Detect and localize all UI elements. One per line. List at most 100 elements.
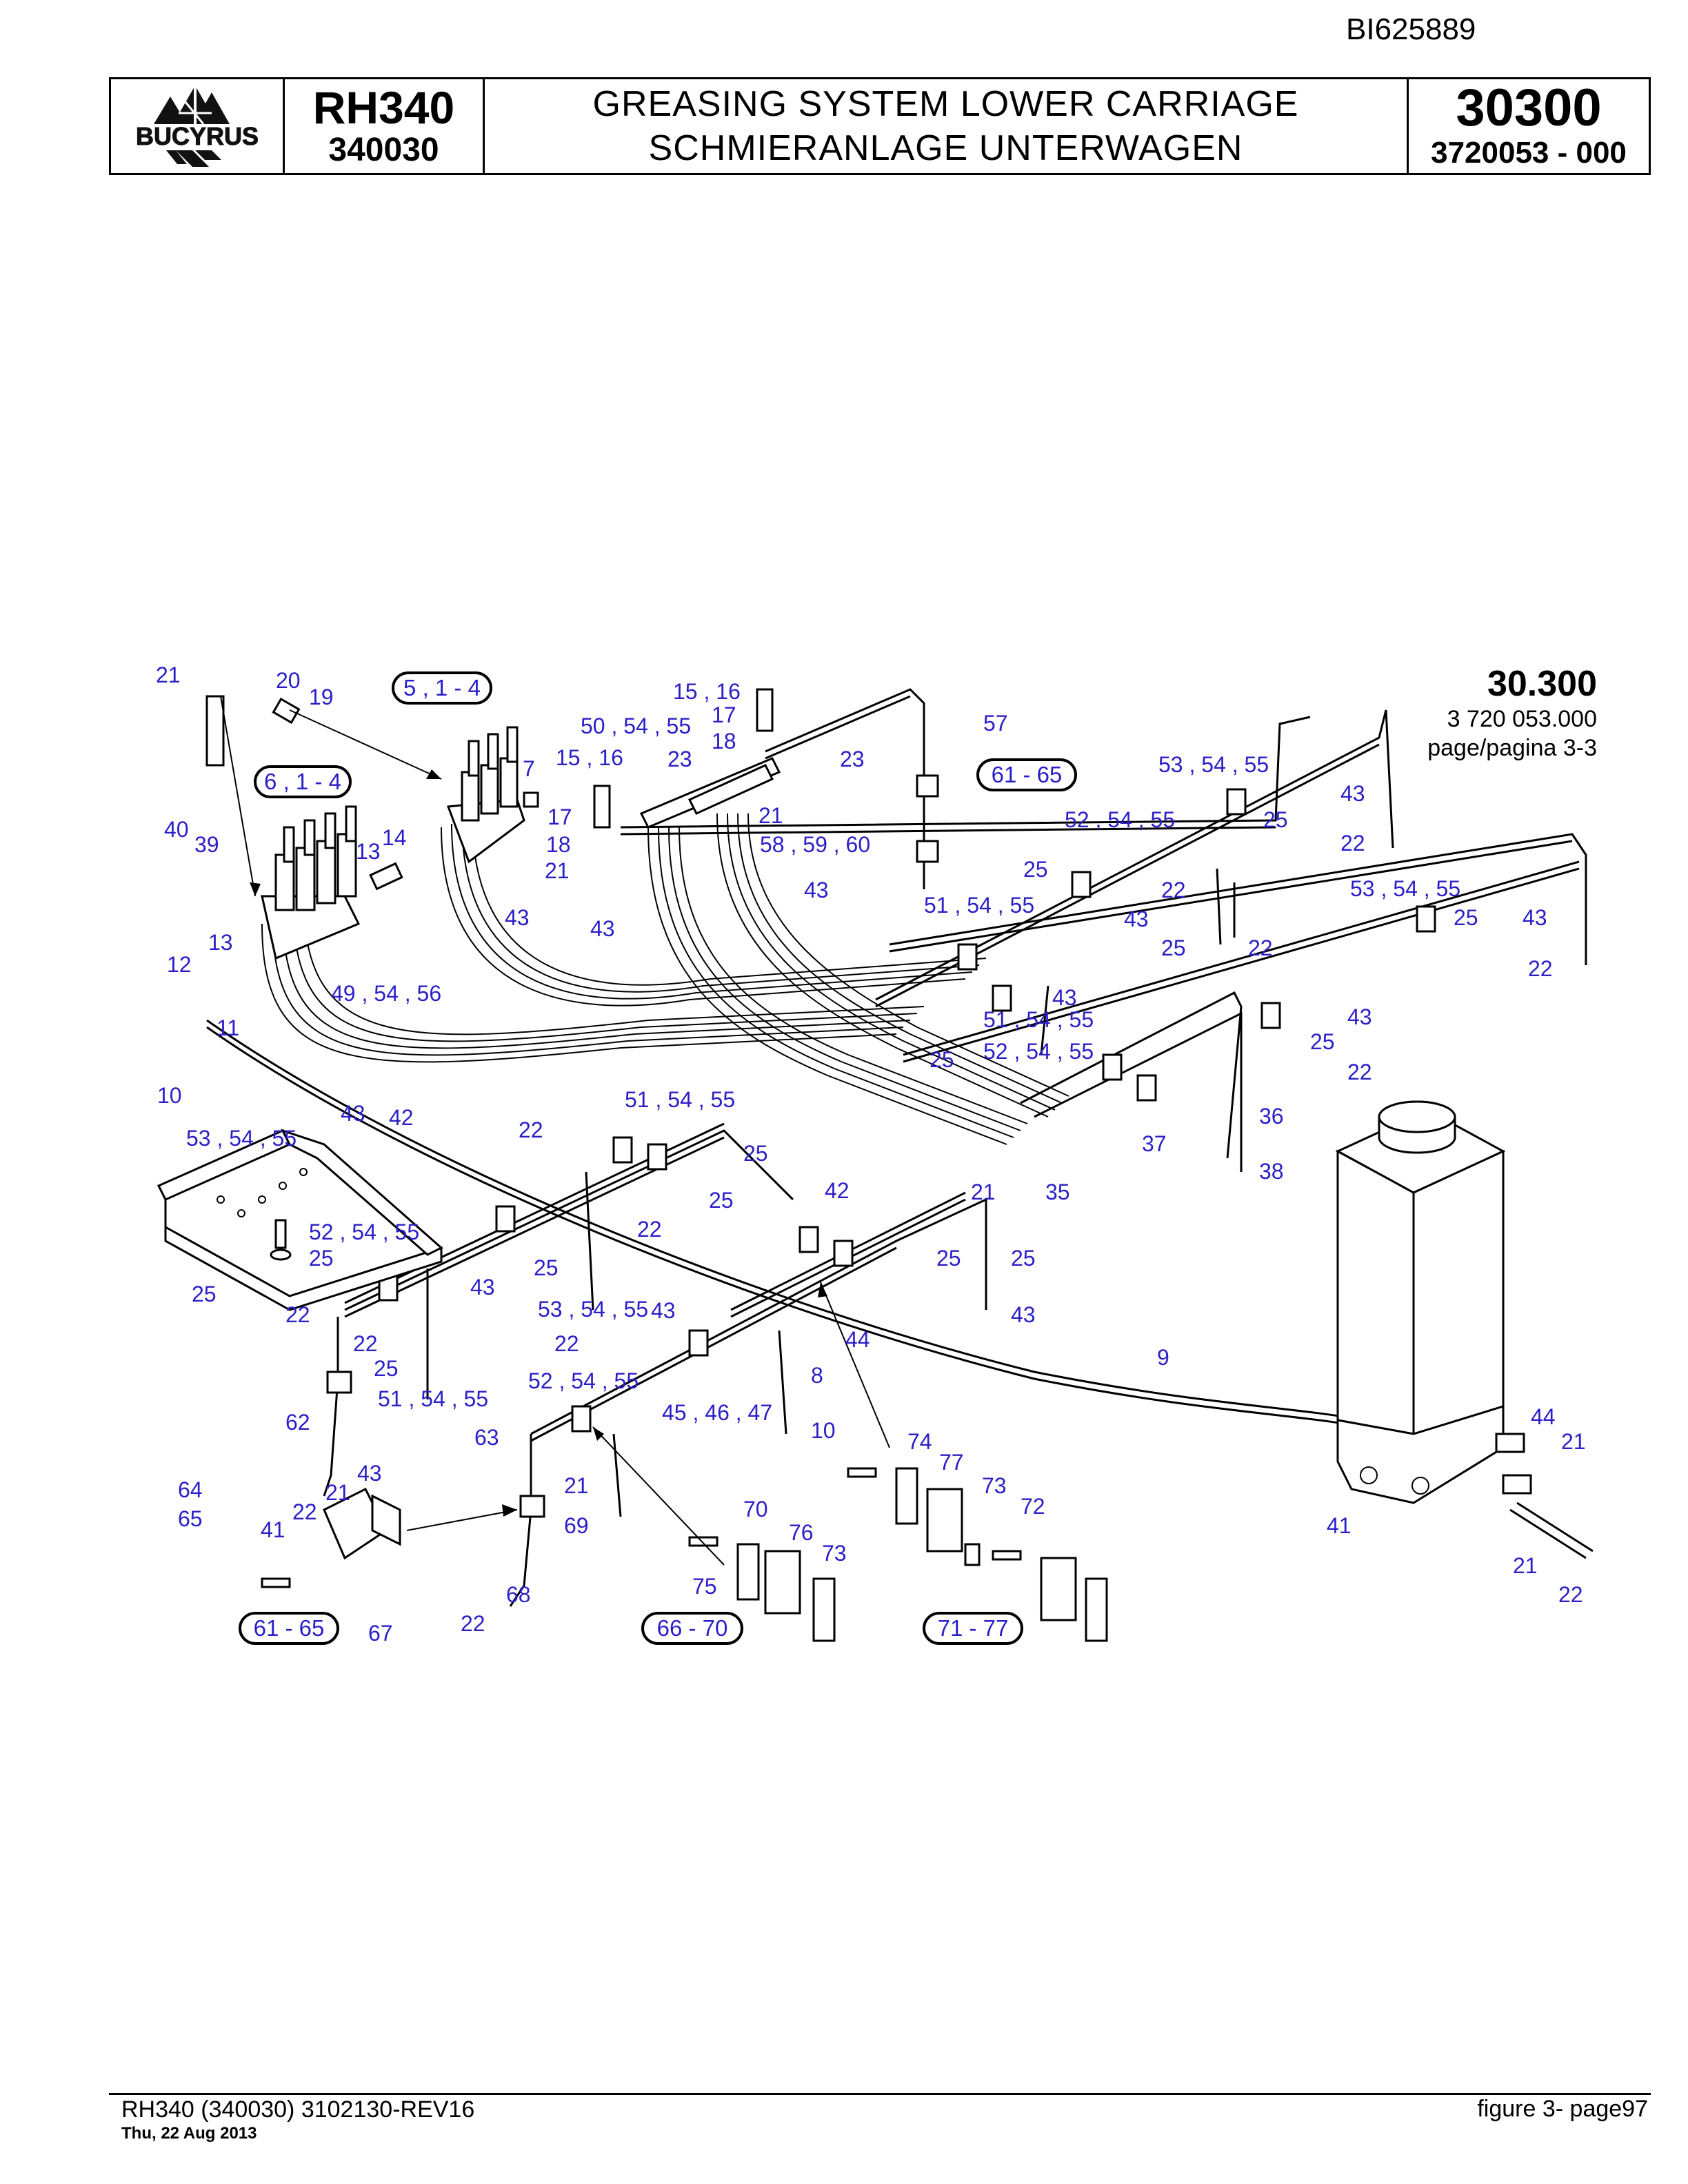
callout-label: 43 [1340, 781, 1365, 806]
bucyrus-logo: BUCYRUS [124, 85, 270, 167]
clamp-kits [261, 1467, 1108, 1642]
callout-label: 52 , 54 , 55 [309, 1220, 419, 1244]
callout-label: 67 [368, 1621, 393, 1646]
callout-label: 25 [1310, 1029, 1335, 1054]
figure-reference: 30.300 3 720 053.000 page/pagina 3-3 [1427, 663, 1597, 762]
callout-label: 43 [357, 1461, 382, 1486]
callout-label: 72 [1021, 1494, 1045, 1519]
callout-label: 22 [1340, 831, 1365, 856]
callout-label: 42 [825, 1178, 850, 1203]
title-block: BUCYRUS RH340 340030 GREASING SYSTEM LOW… [109, 77, 1651, 175]
group-ref-label: 6 , 1 - 4 [264, 769, 341, 794]
callout-label: 22 [292, 1499, 317, 1524]
group-ref-label: 61 - 65 [992, 762, 1063, 787]
svg-text:BUCYRUS: BUCYRUS [135, 122, 258, 150]
callout-label: 25 [1161, 936, 1186, 960]
model-cell: RH340 340030 [285, 79, 485, 173]
callout-label: 40 [164, 817, 189, 842]
callout-label: 13 [208, 930, 233, 955]
callout-label: 74 [907, 1429, 932, 1454]
callout-label: 70 [743, 1497, 768, 1521]
callout-label: 44 [1531, 1404, 1556, 1429]
callout-label: 76 [789, 1520, 814, 1545]
callout-label: 18 [546, 832, 571, 857]
callout-label: 8 [811, 1363, 823, 1388]
document-number: 3720053 - 000 [1431, 136, 1627, 170]
callout-label: 51 , 54 , 55 [924, 893, 1034, 918]
model-code: 340030 [328, 132, 439, 168]
callout-label: 21 [1561, 1429, 1586, 1454]
group-ref-5: 5 , 1 - 4 [392, 671, 492, 705]
callout-label: 43 [470, 1275, 495, 1300]
callout-label: 43 [341, 1101, 365, 1126]
callout-label: 43 [1124, 907, 1149, 931]
callout-label: 69 [564, 1513, 589, 1538]
callout-label: 73 [822, 1541, 847, 1566]
callout-label: 41 [1327, 1513, 1352, 1538]
footer-left: RH340 (340030) 3102130-REV16 Thu, 22 Aug… [121, 2096, 474, 2144]
callout-label: 15 , 16 [556, 745, 623, 770]
callout-label: 21 [156, 663, 181, 687]
section-cell: 30300 3720053 - 000 [1409, 79, 1649, 173]
callout-label: 75 [692, 1574, 717, 1599]
callout-label: 25 [709, 1188, 734, 1213]
callout-label: 62 [285, 1410, 310, 1435]
group-ref-61-top: 61 - 65 [976, 758, 1077, 791]
callout-label: 17 [547, 805, 572, 829]
group-ref-label: 71 - 77 [938, 1615, 1009, 1641]
section-number: 30300 [1456, 79, 1602, 137]
callout-label: 19 [309, 685, 334, 709]
group-ref-6: 6 , 1 - 4 [254, 765, 352, 798]
group-references: 5 , 1 - 4 6 , 1 - 4 61 - 65 61 - 65 66 -… [239, 671, 1077, 1645]
callout-label: 25 [930, 1047, 954, 1072]
callout-label: 43 [1347, 1004, 1372, 1029]
group-ref-61-bottom: 61 - 65 [239, 1612, 339, 1645]
callout-label: 25 [1263, 807, 1288, 832]
footer-date: Thu, 22 Aug 2013 [121, 2124, 257, 2143]
callout-label: 21 [564, 1473, 589, 1498]
callout-label: 22 [353, 1331, 378, 1356]
callout-label: 43 [590, 916, 615, 941]
callout-label: 25 [374, 1356, 399, 1381]
bracket-35-36 [157, 1129, 443, 1311]
callout-label: 73 [982, 1473, 1007, 1498]
callout-label: 10 [811, 1418, 836, 1443]
callout-label: 51 , 54 , 55 [983, 1007, 1094, 1032]
callout-label: 21 [545, 858, 570, 883]
callout-label: 21 [971, 1180, 996, 1204]
title-english: GREASING SYSTEM LOWER CARRIAGE [592, 84, 1299, 124]
footer-document-line: RH340 (340030) 3102130-REV16 [121, 2096, 475, 2123]
callout-label: 18 [712, 729, 736, 754]
group-ref-66: 66 - 70 [641, 1612, 743, 1645]
callout-label: 58 , 59 , 60 [760, 832, 870, 857]
callout-label: 22 [554, 1331, 579, 1356]
callout-label: 22 [285, 1302, 310, 1327]
callout-label: 7 [523, 756, 535, 781]
callout-label: 21 [1513, 1553, 1538, 1578]
clamps [326, 774, 1436, 1518]
callout-label: 9 [1157, 1345, 1169, 1370]
callout-label: 43 [651, 1298, 676, 1323]
callout-label: 14 [382, 825, 407, 850]
callout-label: 25 [534, 1255, 559, 1280]
distributor-blocks [205, 688, 781, 960]
callout-label: 23 [840, 747, 865, 771]
callout-label: 25 [1454, 905, 1478, 930]
callout-label: 22 [637, 1217, 662, 1242]
callout-label: 25 [309, 1246, 334, 1271]
leader-arrows [220, 696, 890, 1566]
callout-label: 35 [1045, 1180, 1070, 1204]
footer-page: figure 3- page97 [1477, 2096, 1648, 2122]
callout-label: 22 [1248, 936, 1273, 960]
callout-label: 43 [1523, 905, 1547, 930]
callout-label: 43 [505, 905, 530, 930]
callout-label: 23 [667, 747, 692, 771]
group-ref-label: 66 - 70 [657, 1615, 728, 1641]
group-ref-label: 5 , 1 - 4 [403, 675, 481, 700]
callout-labels: 21 20 19 40 39 13 14 7 17 18 21 15 , 16 … [156, 663, 1586, 1646]
callout-label: 38 [1259, 1159, 1284, 1184]
callout-label: 13 [356, 839, 381, 864]
callout-label: 52 , 54 , 55 [528, 1368, 639, 1393]
callout-label: 22 [1347, 1060, 1372, 1084]
